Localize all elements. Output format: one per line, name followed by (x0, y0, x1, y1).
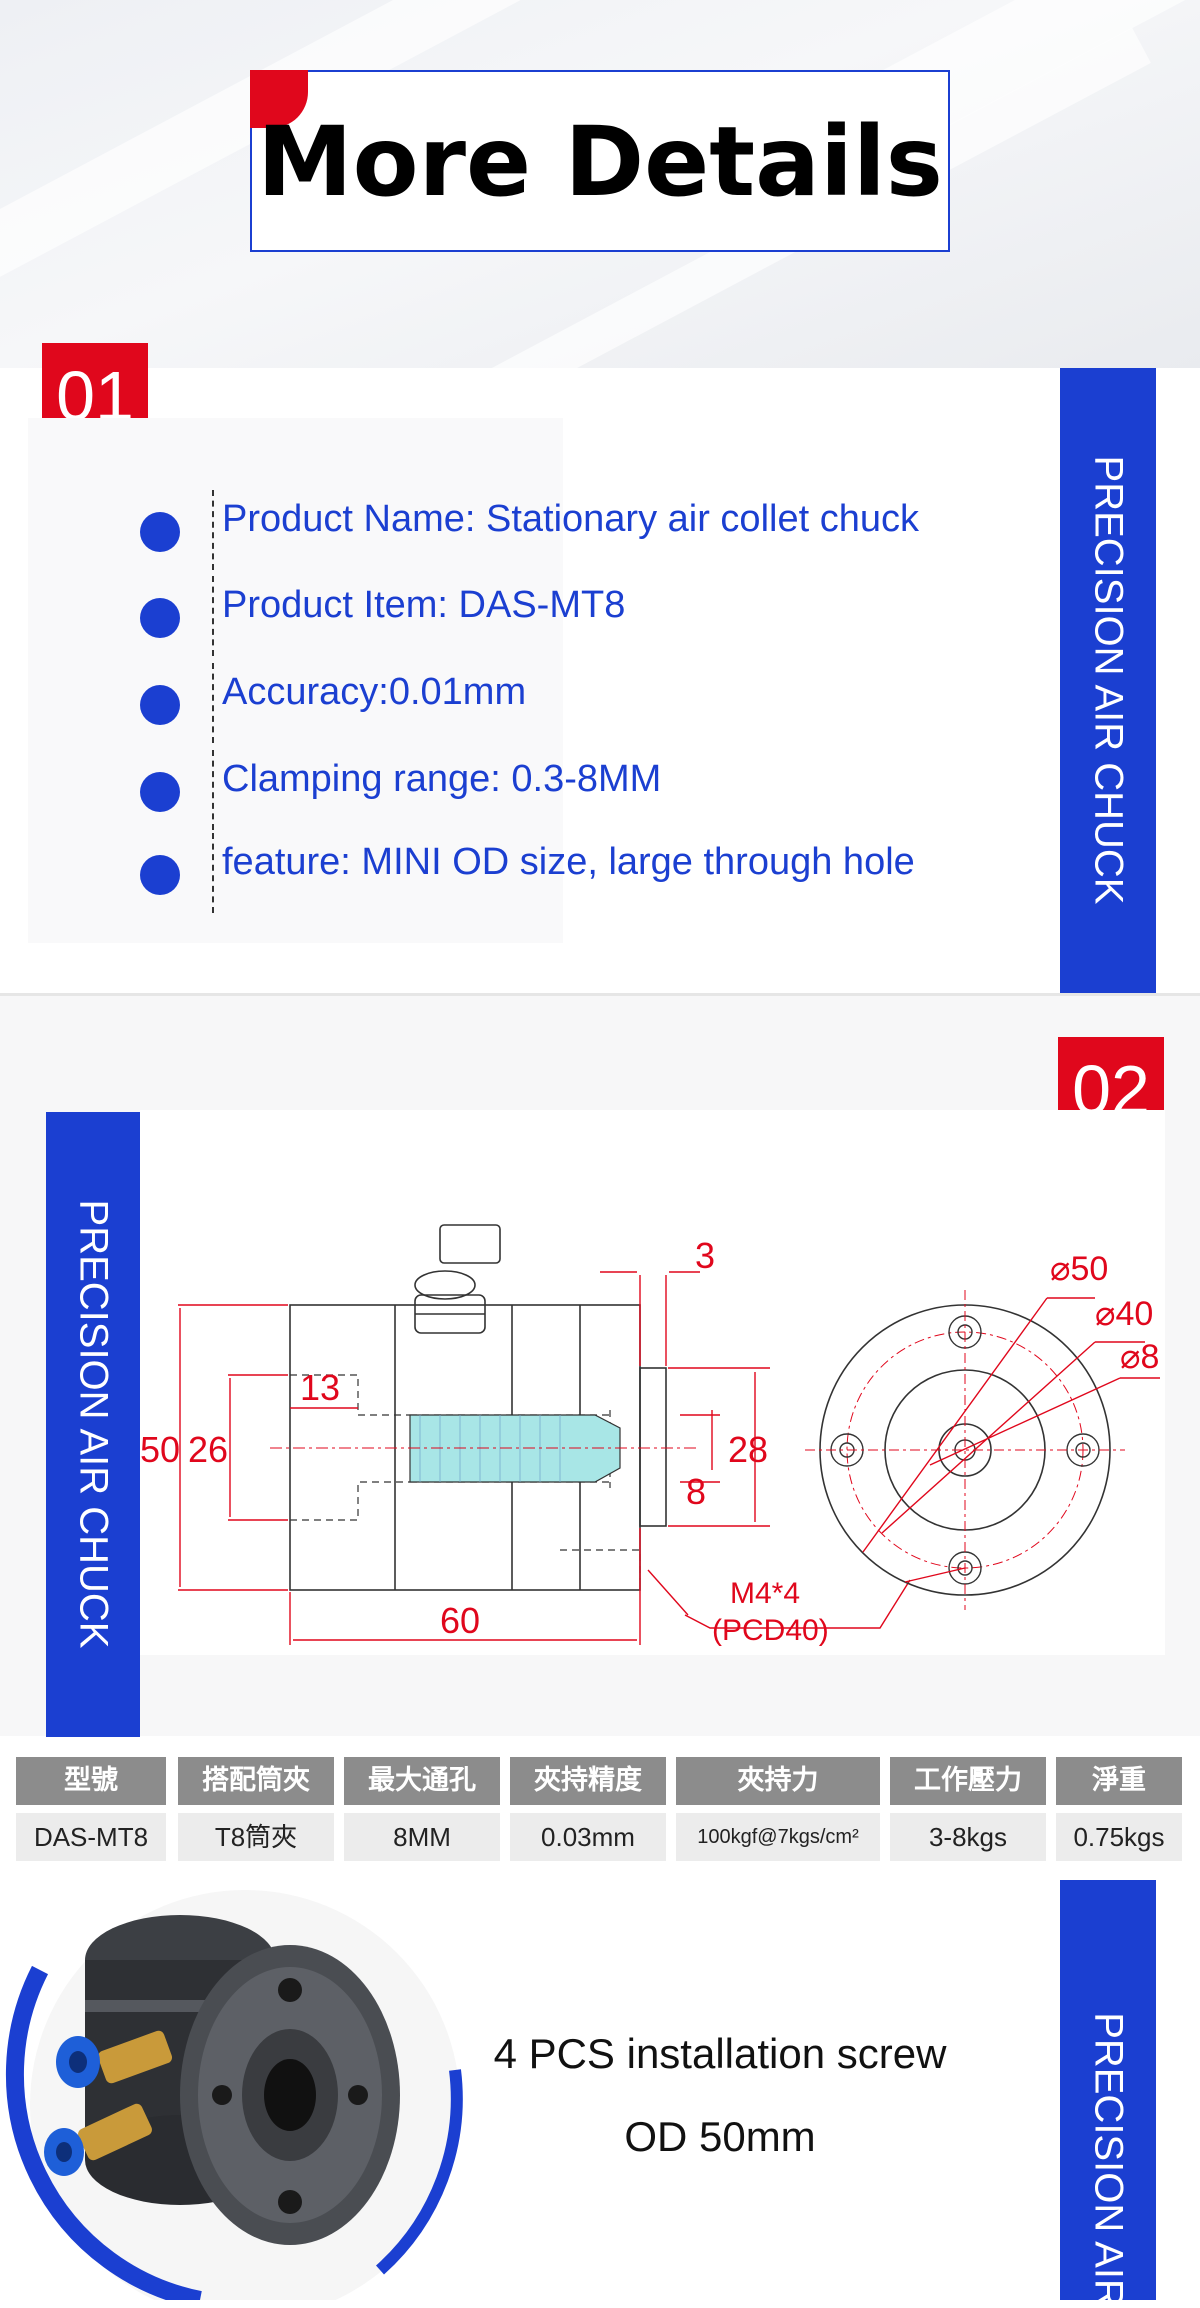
spec-table: 型號 搭配筒夾 最大通孔 夾持精度 夾持力 工作壓力 淨重 DAS-MT8 T8… (0, 1755, 1200, 1865)
divider (212, 576, 214, 656)
drawing-svg: 50 26 13 3 28 8 60 M4*4 (PCD40) ⌀50 ⌀40 … (140, 1224, 1160, 1647)
install-screw-text: 4 PCS installation screw (493, 2030, 947, 2077)
dim-label: 8 (686, 1471, 706, 1512)
table-header: 工作壓力 (890, 1757, 1046, 1805)
table-header: 最大通孔 (344, 1757, 500, 1805)
bore-section (409, 1414, 621, 1483)
dim-label: 50 (140, 1429, 180, 1470)
table-header: 夾持精度 (510, 1757, 666, 1805)
bullet-icon (140, 855, 180, 895)
feature-text: Product Item: DAS-MT8 (222, 584, 626, 626)
table-header: 淨重 (1056, 1757, 1182, 1805)
side-banner-03 (1060, 1880, 1156, 2300)
feature-item: Accuracy:0.01mm (140, 663, 1040, 743)
dim-label: 3 (695, 1235, 715, 1276)
dim-label: (PCD40) (712, 1614, 829, 1647)
bullet-icon (140, 598, 180, 638)
dim-label: 60 (440, 1600, 480, 1641)
od-text: OD 50mm (624, 2113, 816, 2160)
side-banner-label: PRECISION AIR CHUCK (71, 1199, 116, 1649)
title-corner-accent (250, 70, 308, 128)
feature-item: feature: MINI OD size, large through hol… (140, 833, 1040, 913)
side-banner-01 (1060, 368, 1156, 993)
bullet-icon (140, 685, 180, 725)
collet-nose-outline (639, 1367, 667, 1527)
side-banner-label: PRECISION AIR (1086, 2012, 1131, 2308)
table-cell: 0.03mm (510, 1813, 666, 1861)
feature-item: Clamping range: 0.3-8MM (140, 750, 1040, 830)
title-frame (250, 70, 950, 252)
dim-label: 28 (728, 1429, 768, 1470)
feature-text: Clamping range: 0.3-8MM (222, 758, 662, 800)
table-cell: 100kgf@7kgs/cm² (676, 1813, 880, 1861)
table-cell: 0.75kgs (1056, 1813, 1182, 1861)
dim-label: M4*4 (730, 1577, 800, 1610)
table-cell: 3-8kgs (890, 1813, 1046, 1861)
fitting-outline (439, 1224, 501, 1264)
divider (212, 490, 214, 570)
table-header: 型號 (16, 1757, 166, 1805)
feature-item: Product Name: Stationary air collet chuc… (140, 490, 1040, 570)
divider (212, 663, 214, 743)
table-cell: DAS-MT8 (16, 1813, 166, 1861)
bullet-icon (140, 512, 180, 552)
front-view (805, 1290, 1160, 1610)
dim-label: ⌀8 (1120, 1338, 1159, 1376)
table-header: 搭配筒夾 (178, 1757, 334, 1805)
table-header: 夾持力 (676, 1757, 880, 1805)
dim-label: ⌀40 (1095, 1295, 1153, 1333)
table-cell: T8筒夾 (178, 1813, 334, 1861)
side-banner-label: PRECISION AIR CHUCK (1086, 455, 1131, 905)
page-title: More Details (257, 106, 943, 218)
dim-label: ⌀50 (1050, 1250, 1108, 1288)
technical-drawing: 50 26 13 3 28 8 60 M4*4 (PCD40) ⌀50 ⌀40 … (140, 1110, 1165, 1655)
feature-item: Product Item: DAS-MT8 (140, 576, 1040, 656)
product-photo (5, 1890, 463, 2300)
bullet-icon (140, 772, 180, 812)
divider (212, 833, 214, 913)
dim-label: 13 (300, 1367, 340, 1408)
feature-text: Product Name: Stationary air collet chuc… (222, 498, 919, 540)
feature-panel (28, 418, 563, 943)
side-banner-02 (46, 1112, 140, 1737)
table-cell: 8MM (344, 1813, 500, 1861)
dim-label: 26 (188, 1429, 228, 1470)
divider (212, 750, 214, 830)
feature-text: Accuracy:0.01mm (222, 671, 527, 713)
feature-text: feature: MINI OD size, large through hol… (222, 841, 915, 883)
